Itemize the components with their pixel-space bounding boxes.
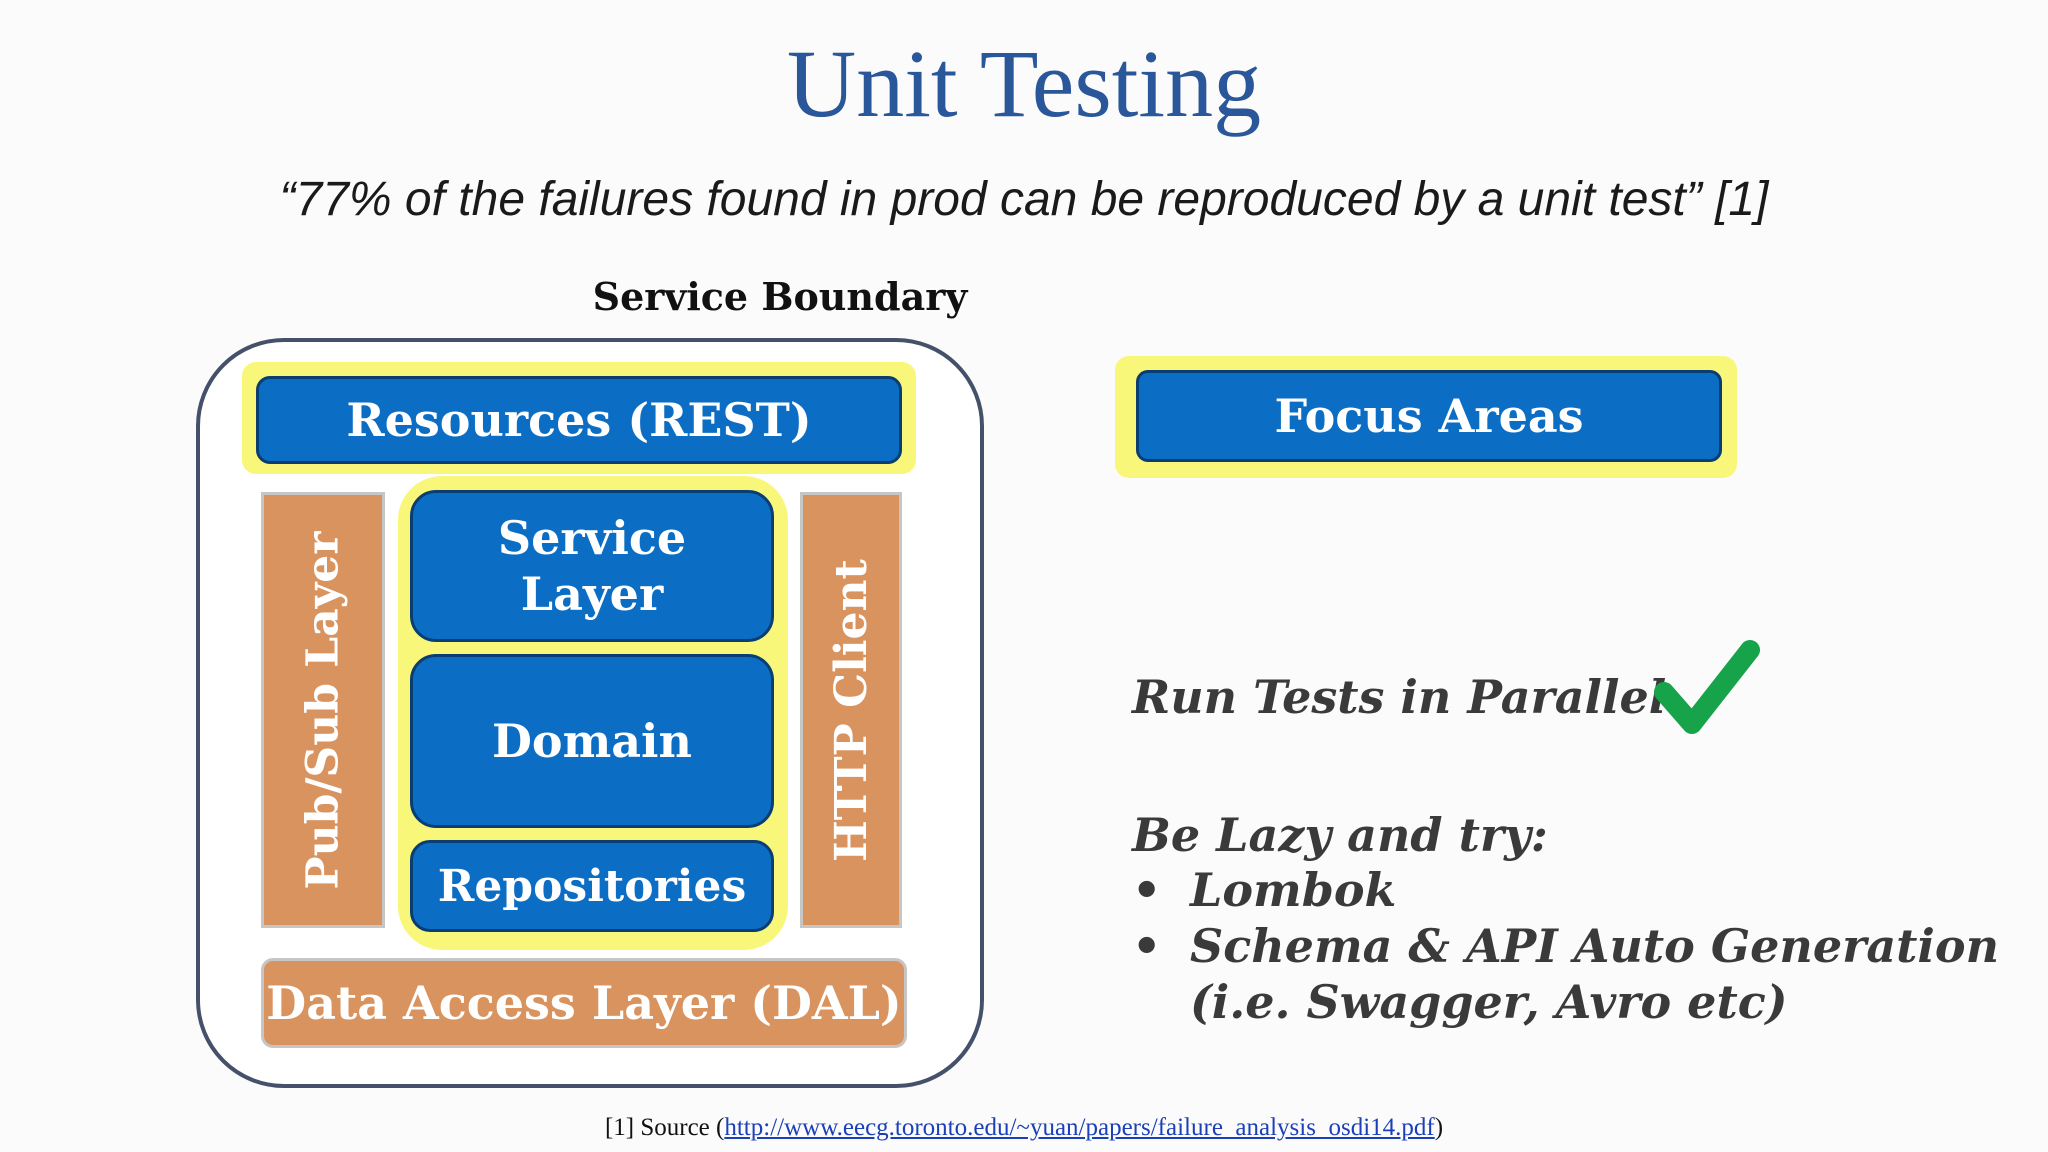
- resources-rest-label: Resources (REST): [346, 393, 812, 447]
- service-boundary-label: Service Boundary: [592, 274, 968, 319]
- repositories-label: Repositories: [437, 860, 747, 912]
- repositories-box: Repositories: [410, 840, 774, 932]
- bullet-schema: • Schema & API Auto Generation: [1132, 919, 1999, 973]
- source-link[interactable]: http://www.eecg.toronto.edu/~yuan/papers…: [724, 1114, 1435, 1141]
- focus-areas-label: Focus Areas: [1274, 389, 1584, 443]
- http-client-label: HTTP Client: [825, 558, 877, 862]
- service-layer-label-line2: Layer: [520, 567, 664, 621]
- bullet-symbol: •: [1132, 919, 1162, 973]
- be-lazy-heading: Be Lazy and try:: [1132, 808, 1548, 862]
- source-footnote: [1] Source (http://www.eecg.toronto.edu/…: [0, 1114, 2048, 1142]
- slide-title: Unit Testing: [786, 30, 1262, 137]
- check-icon: [1654, 640, 1760, 734]
- domain-label: Domain: [492, 714, 692, 768]
- bullet-schema-continuation-text: (i.e. Swagger, Avro etc): [1190, 975, 1788, 1029]
- http-client-box: HTTP Client: [800, 492, 902, 928]
- resources-rest-box: Resources (REST): [256, 376, 902, 464]
- dal-box: Data Access Layer (DAL): [261, 958, 907, 1048]
- bullet-schema-text: Schema & API Auto Generation: [1190, 919, 2000, 973]
- service-layer-label-line1: Service: [497, 510, 687, 565]
- bullet-lombok: • Lombok: [1132, 863, 1396, 917]
- run-parallel-text: Run Tests in Parallel: [1132, 670, 1667, 724]
- quote-text: “77% of the failures found in prod can b…: [279, 173, 1769, 226]
- source-prefix: [1] Source (: [604, 1114, 725, 1141]
- bullet-lombok-text: Lombok: [1190, 863, 1397, 917]
- pubsub-layer-box: Pub/Sub Layer: [261, 492, 385, 928]
- source-suffix: ): [1434, 1114, 1444, 1141]
- bullet-symbol: •: [1132, 863, 1162, 917]
- domain-box: Domain: [410, 654, 774, 828]
- bullet-schema-continuation: (i.e. Swagger, Avro etc): [1190, 975, 1787, 1029]
- service-layer-box: Service Layer: [410, 490, 774, 642]
- pubsub-layer-label: Pub/Sub Layer: [297, 531, 349, 889]
- focus-areas-box: Focus Areas: [1136, 370, 1722, 462]
- dal-label: Data Access Layer (DAL): [266, 976, 902, 1030]
